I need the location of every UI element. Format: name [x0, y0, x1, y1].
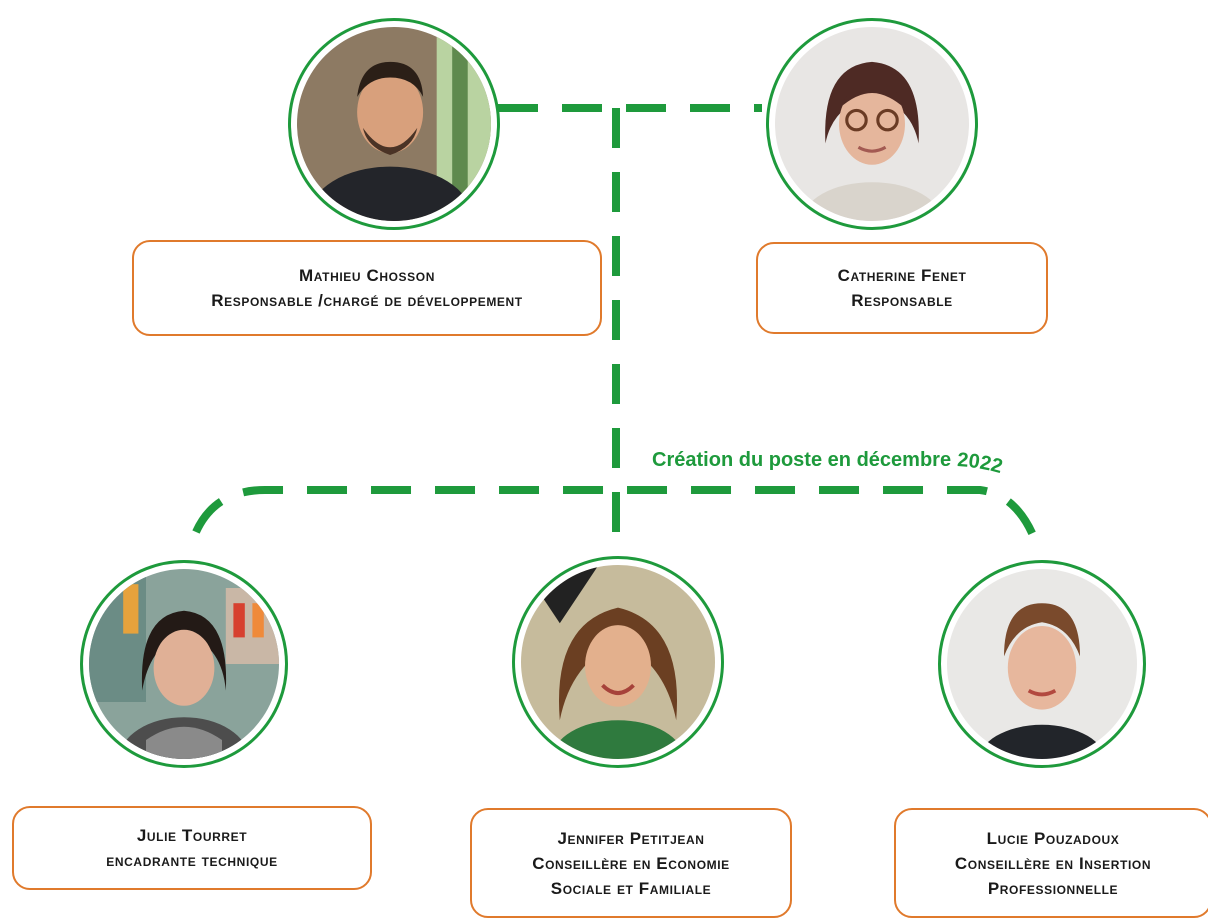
card-jennifer: Jennifer Petitjean Conseillère en Econom…	[470, 808, 792, 918]
card-mathieu: Mathieu Chosson Responsable /chargé de d…	[132, 240, 602, 336]
avatar-jennifer	[512, 556, 724, 768]
person-role-line2: Sociale et Familiale	[550, 878, 712, 898]
person-name: Lucie Pouzadoux	[986, 828, 1120, 848]
person-role: Responsable /chargé de développement	[211, 291, 523, 310]
person-role-line1: Conseillère en Insertion	[954, 853, 1152, 873]
person-role: encadrante technique	[106, 851, 278, 870]
person-role: Responsable	[851, 291, 953, 310]
person-name: Jennifer Petitjean	[557, 828, 705, 848]
person-name: Catherine Fenet	[837, 266, 967, 285]
person-name: Mathieu Chosson	[299, 266, 435, 285]
horizontal-branch-line	[192, 486, 1042, 550]
person-name: Julie Tourret	[136, 826, 248, 845]
avatar-catherine	[766, 18, 978, 230]
card-catherine: Catherine Fenet Responsable	[756, 242, 1048, 334]
card-julie: Julie Tourret encadrante technique	[12, 806, 372, 890]
avatar-julie	[80, 560, 288, 768]
person-role-line1: Conseillère en Economie	[532, 853, 730, 873]
card-lucie: Lucie Pouzadoux Conseillère en Insertion…	[894, 808, 1208, 918]
person-role-line2: Professionnelle	[987, 878, 1119, 898]
avatar-mathieu	[288, 18, 500, 230]
avatar-lucie	[938, 560, 1146, 768]
